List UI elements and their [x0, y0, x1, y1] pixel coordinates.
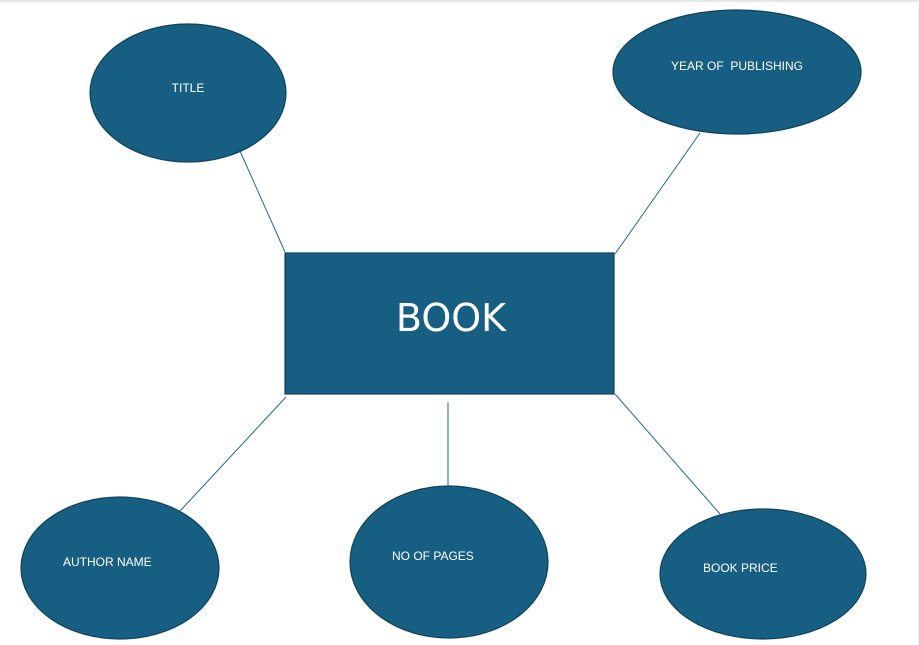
attribute-label: BOOK PRICE: [703, 561, 778, 575]
attribute-label: AUTHOR NAME: [63, 555, 152, 569]
attribute-title[interactable]: TITLE: [89, 23, 287, 163]
connector-title: [239, 150, 286, 253]
attribute-ellipse: [349, 485, 549, 639]
connector-price: [614, 393, 721, 515]
attribute-book-price[interactable]: BOOK PRICE: [659, 508, 867, 640]
entity-box: [284, 252, 615, 395]
connector-year: [614, 132, 701, 255]
attribute-author-name[interactable]: AUTHOR NAME: [20, 496, 220, 640]
attribute-label: YEAR OF PUBLISHING: [671, 59, 803, 73]
page-top-border: [0, 0, 919, 2]
attribute-label: TITLE: [172, 81, 205, 95]
attribute-year-of-publishing[interactable]: YEAR OF PUBLISHING: [612, 9, 862, 135]
entity-book[interactable]: BOOK: [284, 252, 615, 395]
attribute-ellipse: [612, 9, 862, 135]
attribute-no-of-pages[interactable]: NO OF PAGES: [349, 485, 549, 639]
attribute-label: NO OF PAGES: [392, 549, 474, 563]
attribute-ellipse: [659, 508, 867, 640]
connector-author: [179, 396, 287, 512]
attribute-ellipse: [20, 496, 220, 640]
entity-label: BOOK: [396, 296, 507, 340]
attribute-ellipse: [89, 23, 287, 163]
